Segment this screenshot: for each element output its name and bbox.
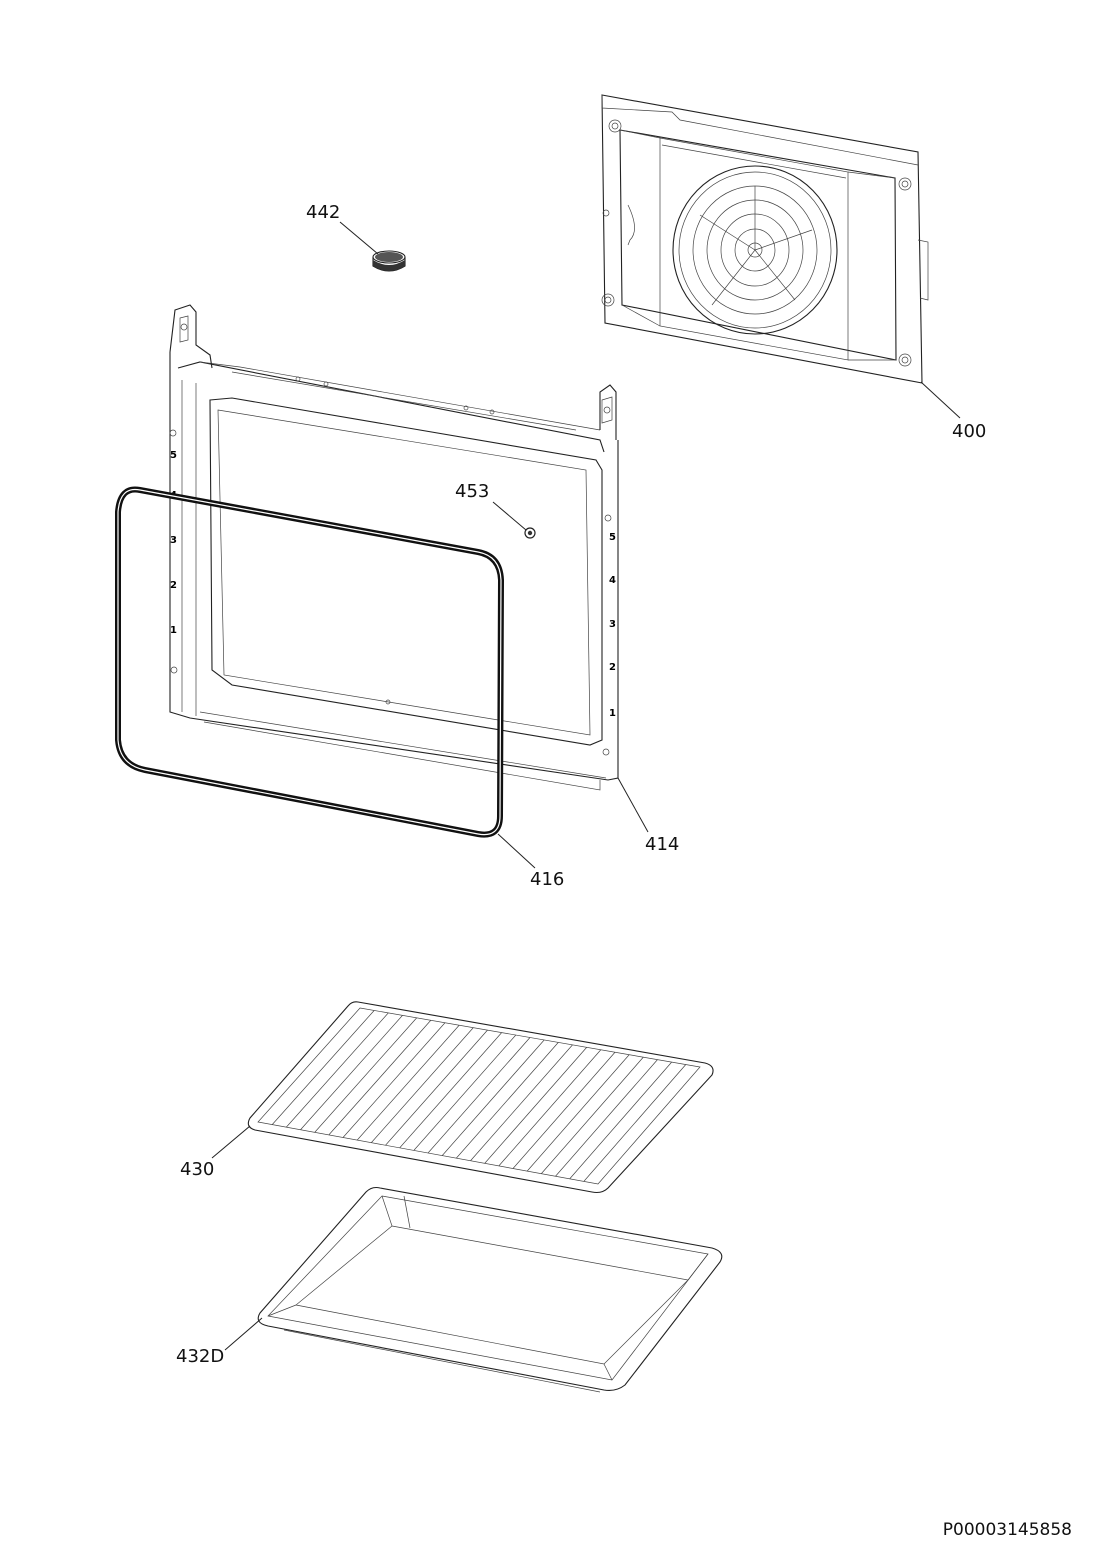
frame-right-rack-number-1: 1 [609, 708, 616, 719]
shelf-wire [271, 1010, 375, 1125]
frame-left-rack-number-2: 2 [170, 580, 177, 591]
shelf-wire [342, 1022, 446, 1138]
shelf-wire [300, 1015, 403, 1130]
document-reference-number: P00003145858 [942, 1520, 1072, 1540]
frame-left-rack-number-3: 3 [170, 535, 177, 546]
part-label-432D: 432D [176, 1346, 224, 1367]
shelf-wire [356, 1024, 460, 1141]
shelf-wire [385, 1029, 488, 1146]
shelf-wire [427, 1037, 531, 1154]
shelf-wire [456, 1042, 559, 1159]
shelf-wire [583, 1064, 687, 1182]
part-label-400: 400 [952, 421, 986, 442]
oven-cavity-front-frame [169, 304, 649, 833]
fan-cover-panel [601, 94, 961, 419]
part-label-414: 414 [645, 834, 679, 855]
screw [492, 501, 536, 539]
frame-right-rack-number-5: 5 [609, 532, 616, 543]
frame-left-rack-number-1: 1 [170, 625, 177, 636]
shelf-wire [555, 1059, 658, 1177]
frame-right-rack-number-2: 2 [609, 662, 616, 673]
wire-shelf [211, 1001, 714, 1194]
round-foot [339, 221, 406, 272]
part-label-442: 442 [306, 202, 340, 223]
shelf-wire [470, 1044, 573, 1161]
frame-right-rack-number-3: 3 [609, 619, 616, 630]
shelf-wire [413, 1034, 517, 1151]
shelf-wire [569, 1061, 672, 1180]
shelf-wire [328, 1020, 432, 1136]
shelf-wire [371, 1027, 474, 1143]
part-label-416: 416 [530, 869, 564, 890]
door-gasket [115, 486, 536, 869]
shelf-wire [484, 1047, 587, 1164]
part-label-430: 430 [180, 1159, 214, 1180]
shelf-wire [498, 1049, 602, 1167]
shelf-wire [314, 1017, 417, 1133]
shelf-wire [512, 1052, 616, 1169]
shelf-wire [286, 1012, 389, 1128]
shelf-wire [526, 1054, 630, 1172]
frame-right-rack-number-4: 4 [609, 575, 616, 586]
shelf-wire [441, 1039, 545, 1156]
shelf-wire [541, 1056, 644, 1174]
part-label-453: 453 [455, 481, 489, 502]
baking-tray [224, 1186, 723, 1393]
shelf-wire [399, 1032, 502, 1149]
frame-left-rack-number-5: 5 [170, 450, 177, 461]
